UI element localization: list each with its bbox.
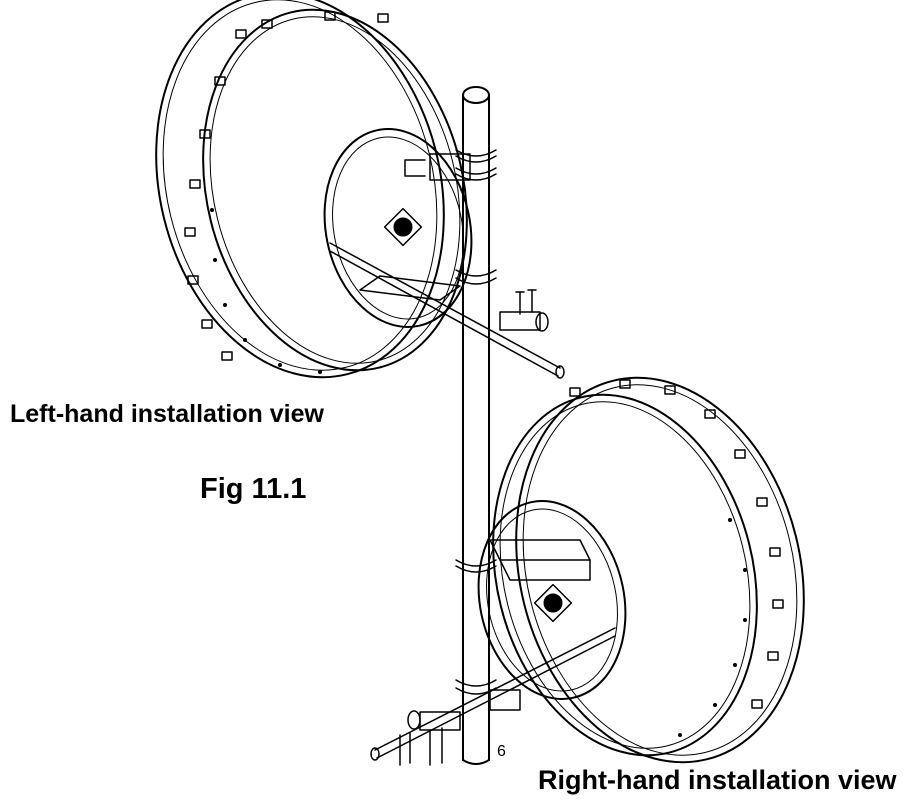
left-dish-rim-clips xyxy=(184,11,389,361)
right-hand-dish xyxy=(477,376,805,764)
figure-caption: Fig 11.1 xyxy=(200,473,307,505)
right-hand-view-label: Right-hand installation view xyxy=(538,765,897,795)
page-number: 6 xyxy=(497,743,506,760)
right-dish-rim-clips xyxy=(569,379,784,709)
left-hand-view-label: Left-hand installation view xyxy=(10,400,324,428)
right-dish-brackets xyxy=(370,539,616,766)
right-dish-feed-icon xyxy=(533,583,573,623)
left-hand-dish xyxy=(155,0,473,379)
left-dish-brackets xyxy=(329,149,565,379)
mast-pole xyxy=(462,86,490,765)
rim-bolt-dots xyxy=(210,208,747,737)
left-dish-feed-icon xyxy=(383,207,423,247)
